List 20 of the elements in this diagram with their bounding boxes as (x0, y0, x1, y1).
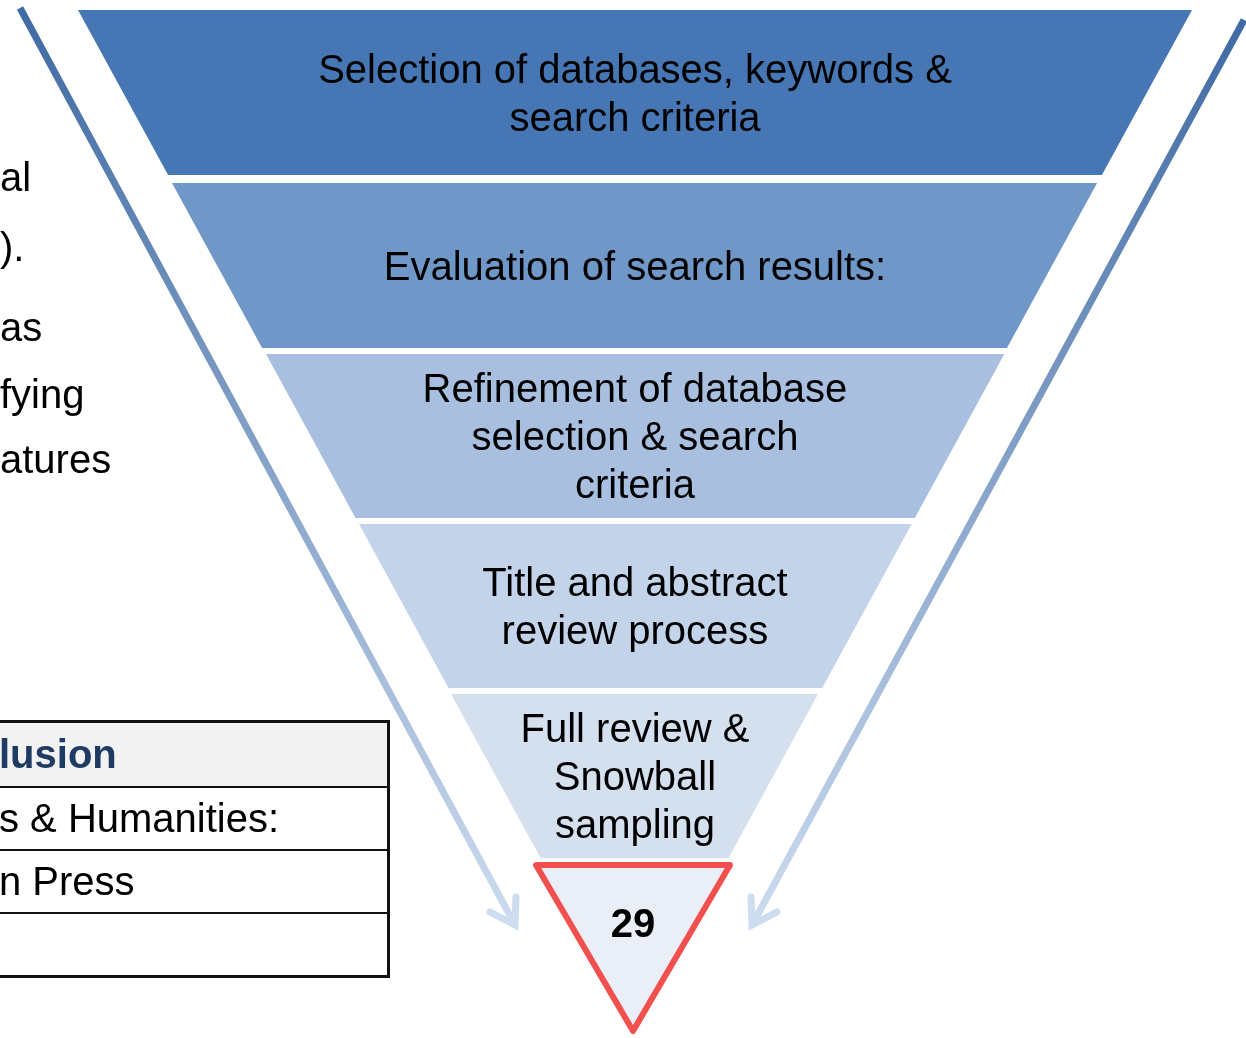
stage-text: Selection of databases, keywords & search criteria (317, 45, 953, 141)
funnel-stage (358, 524, 912, 688)
table-header: lusion (0, 732, 117, 777)
funnel-stage (78, 10, 1192, 175)
stage-text: Evaluation of search results: (383, 242, 887, 290)
text-fragment: ). (0, 225, 25, 270)
text-fragment: fying (0, 372, 85, 417)
stage-text: Full review & Snowball sampling (519, 705, 751, 848)
text-fragment: atures (0, 437, 112, 482)
result-triangle (533, 862, 733, 1034)
text-fragment: as (0, 305, 43, 350)
text-fragment: al (0, 155, 32, 200)
table-cell: s & Humanities: (0, 796, 280, 841)
stage-text: Refinement of database selection & search criteria (421, 365, 849, 508)
funnel-stage (265, 354, 1005, 518)
funnel-stage (451, 694, 819, 858)
funnel-stage (172, 183, 1098, 348)
stage-text: Title and abstract review process (481, 559, 789, 654)
stage-text: 29 (610, 900, 656, 947)
table-cell: n Press (0, 859, 135, 904)
